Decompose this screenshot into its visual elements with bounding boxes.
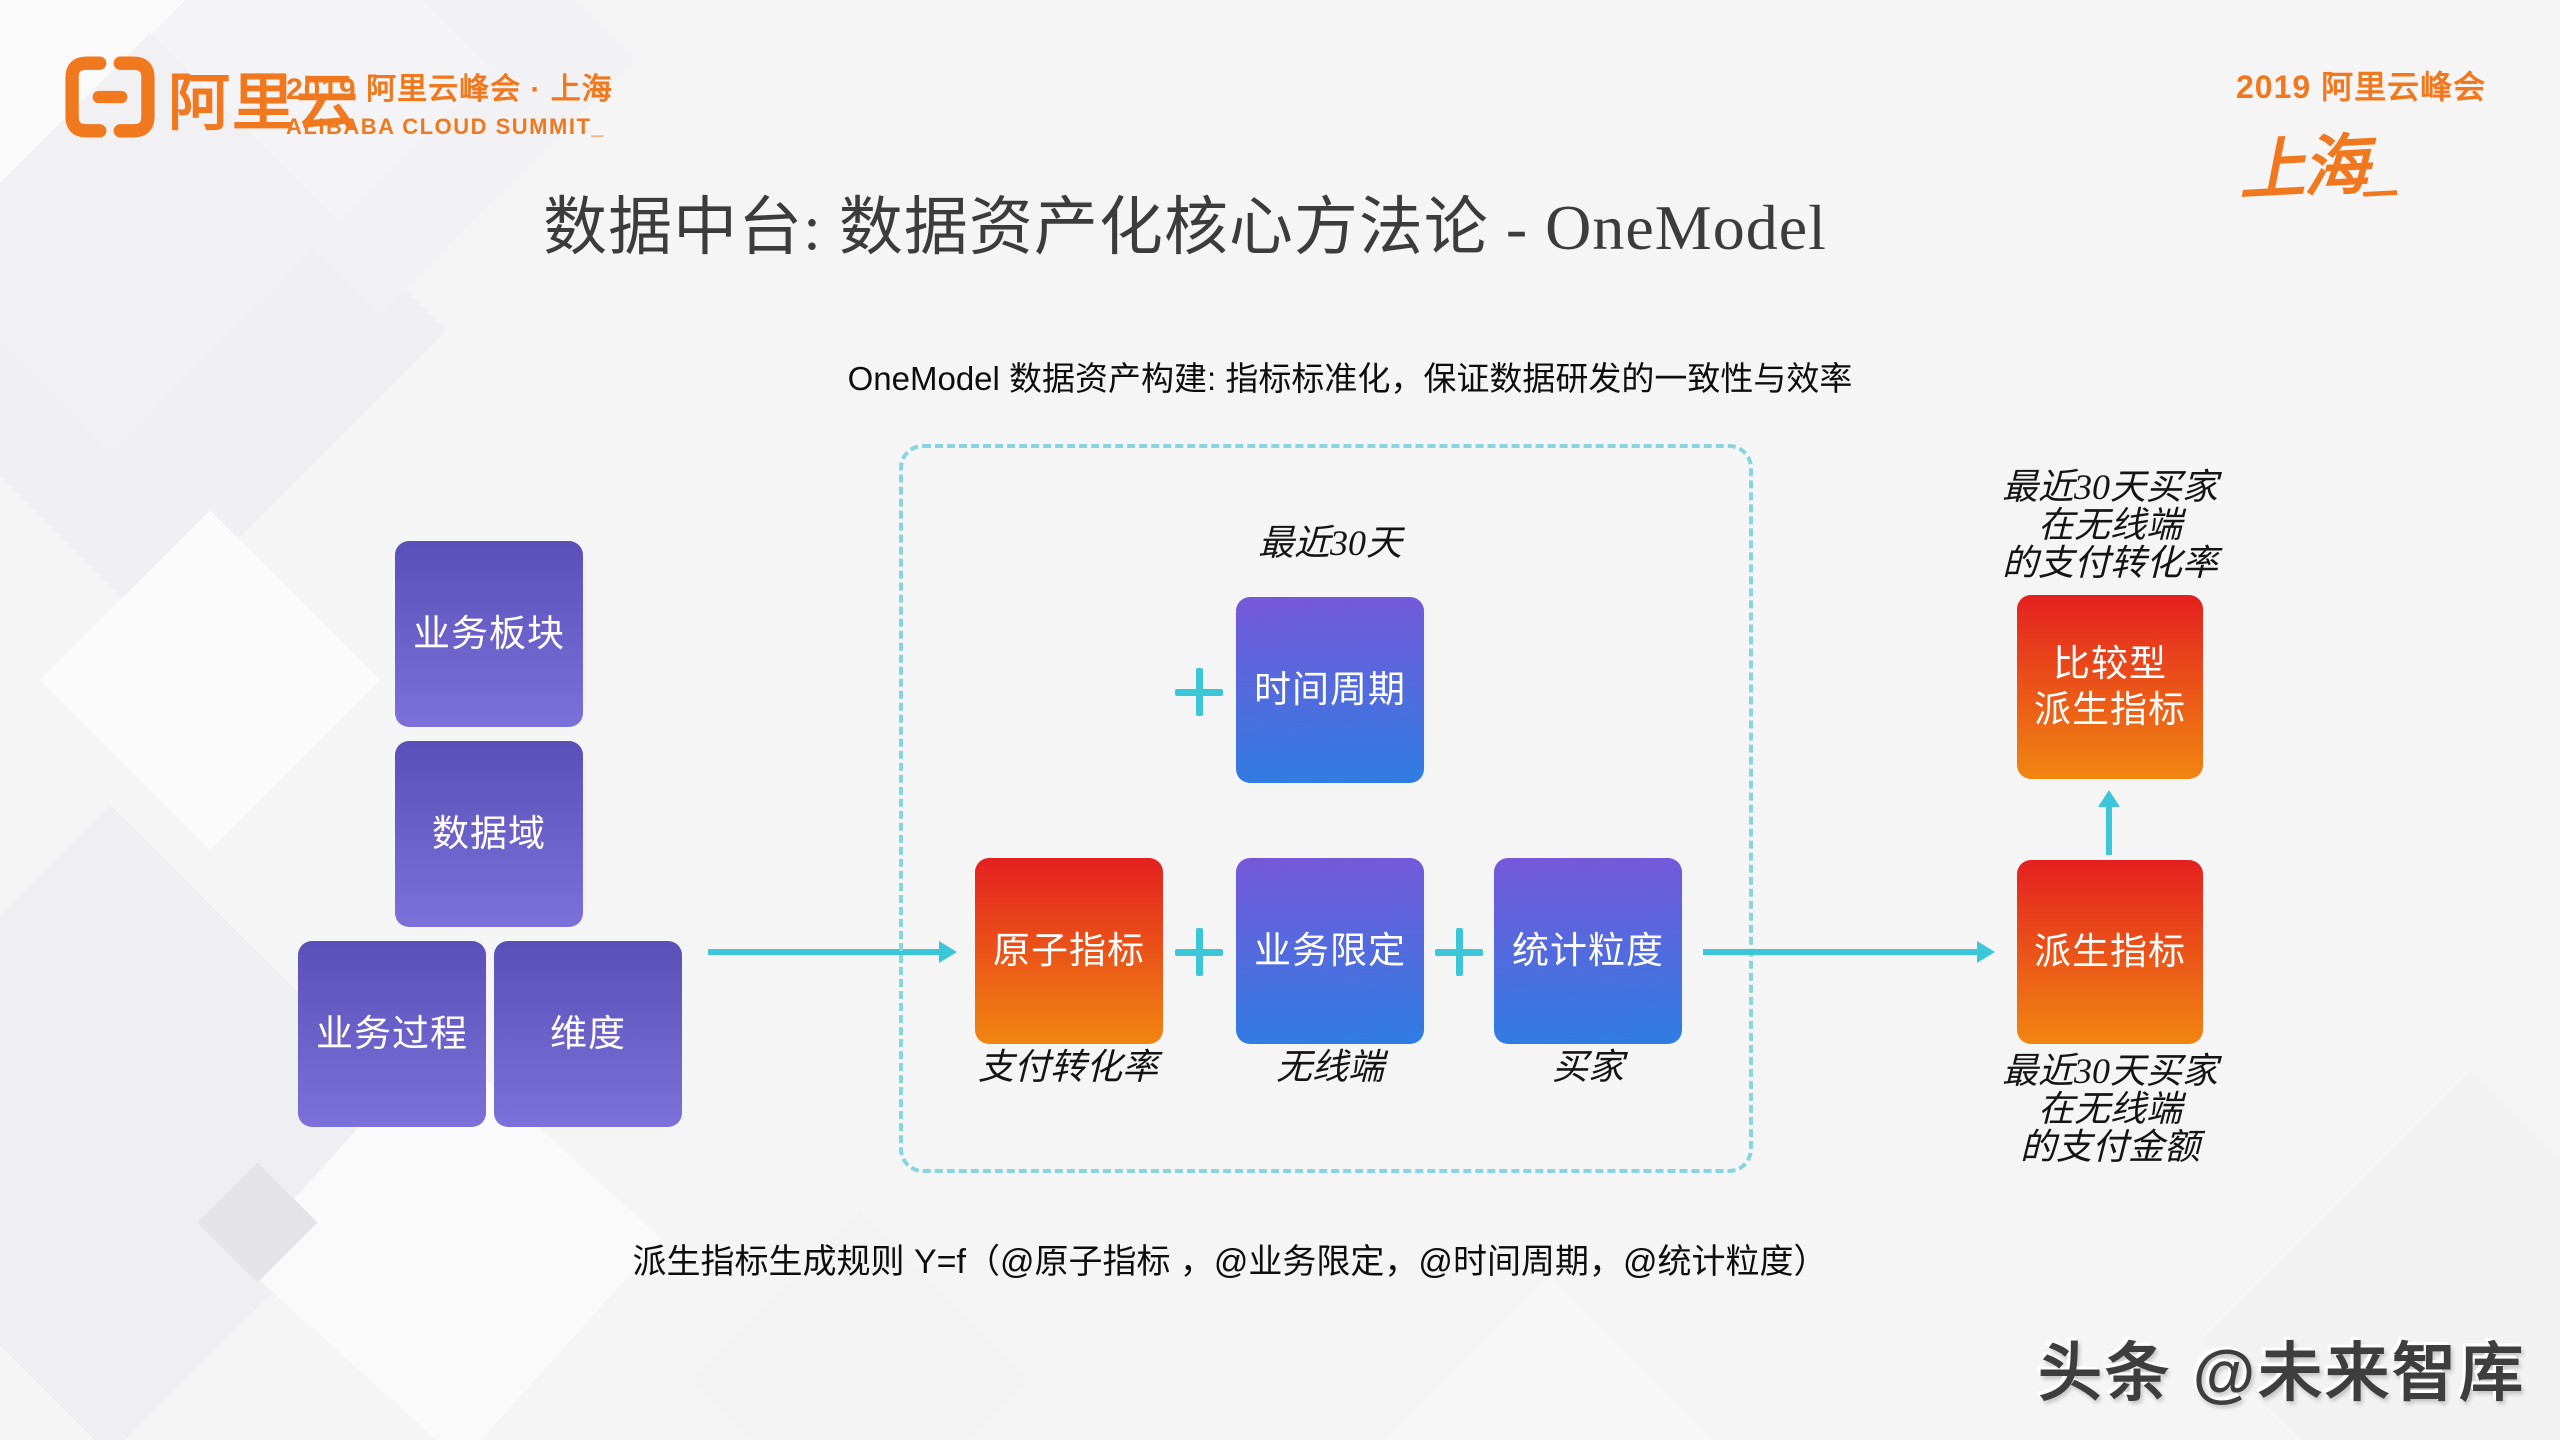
note-grain: 买家	[1551, 1047, 1625, 1087]
note-line: 最近30天买家	[2001, 1051, 2219, 1091]
event-subtitle: ALIBABA CLOUD SUMMIT_	[286, 114, 606, 139]
page-title: 数据中台: 数据资产化核心方法论 - OneModel	[543, 192, 1827, 263]
page-subtitle: OneModel 数据资产构建: 指标标准化，保证数据研发的一致性与效率	[847, 360, 1853, 397]
background-shape	[1366, 1276, 1734, 1440]
right-event-title: 2019 阿里云峰会	[2236, 69, 2487, 105]
note-line: 的支付金额	[2019, 1127, 2201, 1167]
note-line: 在无线端	[2037, 1089, 2183, 1129]
dashed-panel	[899, 444, 1753, 1173]
right-event-block: 2019 阿里云峰会 上海_	[2236, 62, 2506, 214]
alibaba-cloud-logo-icon	[65, 56, 155, 138]
box-label-line: 派生指标	[2034, 689, 2186, 730]
right-event-city: 上海_	[2236, 127, 2400, 209]
event-title: 2019 阿里云峰会 · 上海	[286, 73, 613, 106]
formula-text: 派生指标生成规则 Y=f（@原子指标 ，@业务限定，@时间周期，@统计粒度）	[632, 1243, 1828, 1281]
note-line: 最近30天买家	[2001, 467, 2219, 507]
box-business-process: 业务过程	[298, 941, 486, 1127]
box-data-domain: 数据域	[395, 741, 583, 927]
watermark-text: 头条 @未来智库	[2038, 1337, 2527, 1409]
box-derived-metric: 派生指标	[2017, 860, 2203, 1044]
box-label-line: 比较型	[2053, 643, 2167, 684]
note-line: 在无线端	[2037, 505, 2183, 545]
note-derived: 最近30天买家 在无线端 的支付金额	[2002, 1052, 2218, 1166]
note-comparative: 最近30天买家 在无线端 的支付转化率	[2002, 468, 2218, 582]
box-business-sector: 业务板块	[395, 541, 583, 727]
box-atomic-metric: 原子指标	[975, 858, 1163, 1044]
box-dimension: 维度	[494, 941, 682, 1127]
box-time-period: 时间周期	[1236, 597, 1424, 783]
note-line: 的支付转化率	[2001, 543, 2219, 583]
flow-arrow-right-icon	[1703, 949, 1978, 955]
flow-arrow-up-icon	[2106, 806, 2112, 855]
note-atomic: 支付转化率	[977, 1047, 1159, 1087]
box-comparative-derived-metric: 比较型 派生指标	[2017, 595, 2203, 779]
plus-icon	[1175, 668, 1223, 716]
background-shape	[197, 1162, 318, 1283]
note-time-period: 最近30天	[1257, 523, 1403, 563]
note-modifier: 无线端	[1275, 1047, 1385, 1087]
box-business-modifier: 业务限定	[1236, 858, 1424, 1044]
event-title-block: 2019 阿里云峰会 · 上海 ALIBABA CLOUD SUMMIT_	[286, 64, 613, 140]
box-statistical-grain: 统计粒度	[1494, 858, 1682, 1044]
logo-text: 阿里云	[168, 69, 361, 138]
flow-arrow-left-icon	[708, 949, 940, 955]
background-shape	[40, 510, 380, 850]
plus-icon	[1435, 928, 1483, 976]
plus-icon	[1175, 928, 1223, 976]
